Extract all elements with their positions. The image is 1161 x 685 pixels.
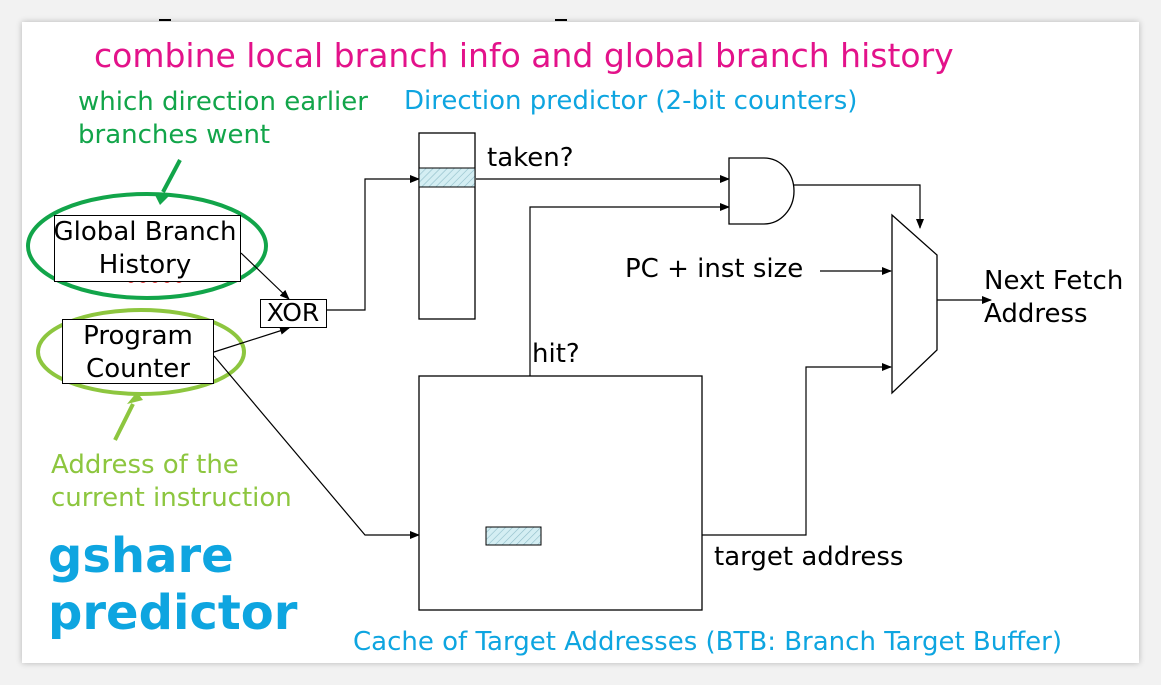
which-direction-note: which direction earlier branches went bbox=[78, 87, 368, 150]
pc-plus-inst-size-label: PC + inst size bbox=[625, 254, 804, 284]
next-fetch-address-label: Next Fetch Address bbox=[984, 266, 1124, 329]
btb-caption: Cache of Target Addresses (BTB: Branch T… bbox=[353, 627, 1062, 657]
program-counter-box bbox=[62, 319, 214, 384]
and-gate bbox=[728, 157, 795, 225]
lightgreen-annotation-arrow bbox=[113, 403, 135, 441]
direction-predictor-table bbox=[418, 132, 476, 320]
hit-label: hit? bbox=[532, 339, 580, 369]
global-branch-history-box bbox=[54, 215, 241, 282]
gshare-predictor-title: gshare predictor bbox=[48, 528, 298, 641]
mux bbox=[891, 213, 938, 395]
xor-box bbox=[260, 299, 327, 328]
address-of-instruction-note: Address of the current instruction bbox=[51, 450, 292, 513]
xor-label: XOR bbox=[266, 298, 320, 327]
global-branch-history-label: Global Branch History bbox=[53, 217, 237, 280]
program-counter-ellipse bbox=[36, 308, 246, 396]
btb-table bbox=[418, 375, 703, 611]
slide-top-marks bbox=[159, 19, 567, 21]
direction-predictor-label: Direction predictor (2-bit counters) bbox=[404, 86, 858, 116]
direction-predictor-entry bbox=[418, 167, 476, 188]
program-counter-label: Program Counter bbox=[83, 321, 193, 384]
green-annotation-arrow bbox=[161, 159, 182, 193]
target-address-label: target address bbox=[714, 542, 904, 572]
btb-entry bbox=[485, 526, 542, 546]
global-history-ellipse bbox=[26, 192, 268, 300]
slide-title: combine local branch info and global bra… bbox=[94, 36, 954, 75]
taken-label: taken? bbox=[487, 143, 574, 173]
